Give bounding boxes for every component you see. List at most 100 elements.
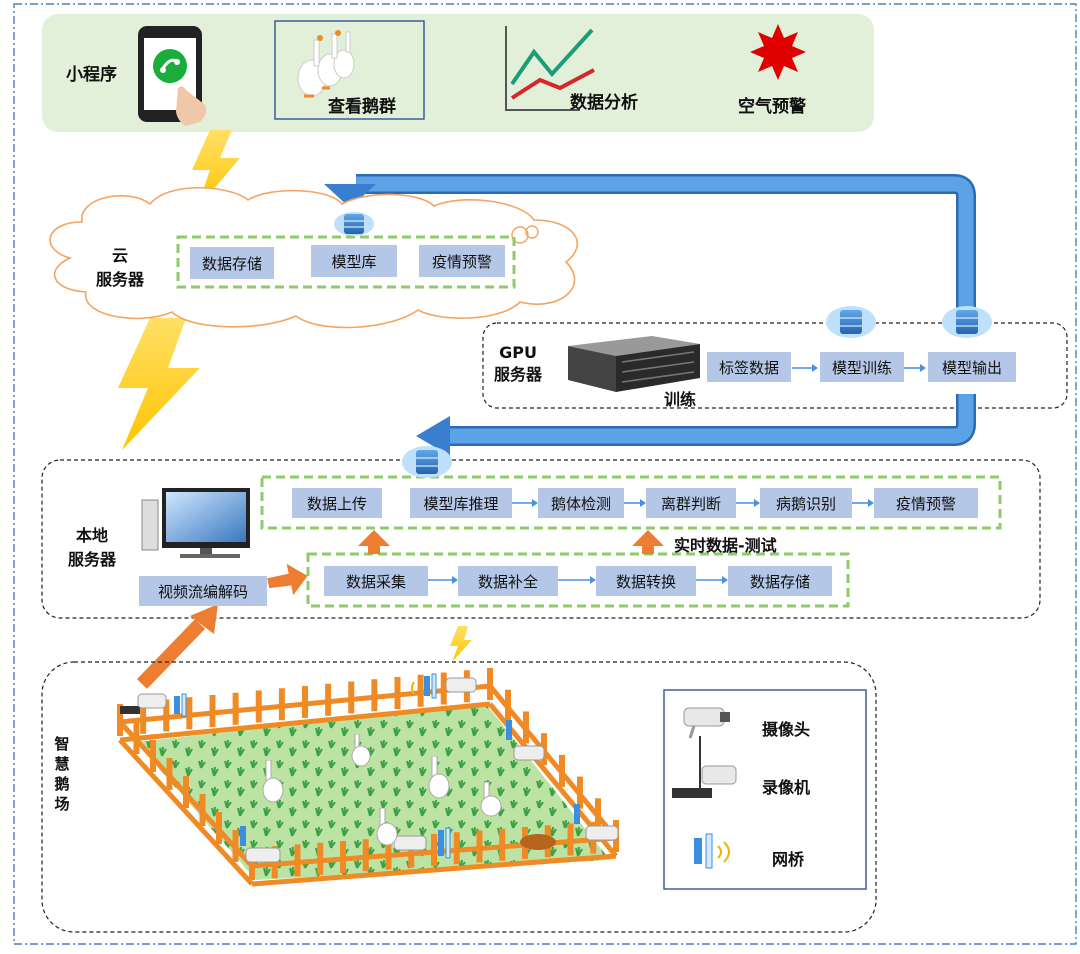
cloud-box-storage: 数据存储 <box>190 247 274 279</box>
fence-post <box>163 699 170 732</box>
fence-post <box>567 823 574 856</box>
orange-arrow-diagonal <box>136 619 206 689</box>
legend-bridge-icon <box>694 833 730 869</box>
fence-post <box>232 830 239 862</box>
lightning-icon-2 <box>118 318 200 450</box>
cloud-label: 云 服务器 <box>96 246 145 289</box>
local-bottom-arrows <box>428 576 728 584</box>
fence-post <box>186 697 193 730</box>
app-label: 小程序 <box>66 65 117 85</box>
local-top-dashed-group <box>260 475 1002 530</box>
farm-label: 智慧鹅场 <box>54 735 70 813</box>
local-box-transform: 数据转换 <box>596 566 696 596</box>
alert-burst-icon <box>750 24 806 80</box>
database-icon <box>942 300 992 340</box>
gpu-label: GPU 服务器 <box>494 343 543 384</box>
fence-post <box>199 794 206 826</box>
fence-post <box>476 830 483 863</box>
fence-post <box>523 711 529 744</box>
farm-camera-icon <box>500 720 550 770</box>
gpu-train-label: 训练 <box>664 390 697 409</box>
fence-post <box>408 835 415 868</box>
legend-bridge-label: 网桥 <box>772 850 805 869</box>
farm-camera-icon <box>120 690 200 720</box>
local-box-epidemic-alert: 疫情预警 <box>874 488 978 518</box>
realtime-label: 实时数据-测试 <box>674 536 777 555</box>
app-item-alert-label[interactable]: 空气预警 <box>738 97 806 117</box>
fence-post <box>209 695 216 727</box>
fence-post <box>133 722 140 754</box>
desktop-icon <box>141 488 250 558</box>
cloud-box-epidemic-alert: 疫情预警 <box>419 245 505 277</box>
fence-post <box>453 832 460 865</box>
gpu-box-model-output: 模型输出 <box>928 352 1016 382</box>
goose-icon <box>348 733 374 768</box>
fence-post <box>216 812 222 844</box>
fence-post <box>294 844 301 877</box>
fence-post <box>140 701 147 734</box>
fence-post <box>117 704 123 736</box>
local-box-model-inference: 模型库推理 <box>410 488 512 518</box>
farm-camera-icon <box>393 826 464 866</box>
fence-post <box>577 776 583 809</box>
gpu-box-label-data: 标签数据 <box>707 352 791 382</box>
farm-camera-icon <box>568 804 624 848</box>
local-container <box>41 459 1041 619</box>
fence-post <box>595 798 601 831</box>
fence-post <box>340 841 346 873</box>
app-item-analysis-label[interactable]: 数据分析 <box>570 93 638 113</box>
farm-camera-icon <box>410 672 480 702</box>
local-label: 本地 服务器 <box>68 526 117 569</box>
local-box-goose-detection: 鹅体检测 <box>538 488 624 518</box>
fence-post <box>278 688 285 721</box>
local-box-collect: 数据采集 <box>324 566 428 596</box>
lightning-icon-3 <box>450 626 472 662</box>
phone-icon <box>138 26 207 126</box>
fence-post <box>232 692 239 725</box>
fence-post <box>394 677 401 709</box>
goose-icon <box>258 759 288 806</box>
database-icon <box>334 208 374 238</box>
orange-arrow-up-1 <box>358 530 390 554</box>
outer-frame <box>13 3 1077 945</box>
orange-arrow-up-2 <box>632 530 664 554</box>
cloud-dashed-group <box>176 235 516 289</box>
fence-post <box>440 672 447 705</box>
local-box-sick-goose: 病鹅识别 <box>760 488 852 518</box>
fence-post <box>150 740 156 772</box>
database-icon <box>826 300 876 340</box>
gpu-box-model-training: 模型训练 <box>820 352 904 382</box>
app-item-geese-label[interactable]: 查看鹅群 <box>328 97 396 117</box>
fence-post <box>183 776 189 808</box>
legend-recorder-icon <box>672 736 737 798</box>
fence-post <box>249 848 255 880</box>
fence-post <box>348 681 355 714</box>
local-box-storage: 数据存储 <box>728 566 832 596</box>
goose-icon <box>476 781 506 818</box>
gpu-rack-icon <box>568 336 700 392</box>
local-box-upload: 数据上传 <box>292 488 382 518</box>
fence-post <box>385 837 392 870</box>
goose-icon <box>424 755 454 802</box>
fence-post <box>431 834 437 866</box>
local-box-outlier: 离群判断 <box>646 488 736 518</box>
fence-post <box>362 839 369 872</box>
local-box-complete: 数据补全 <box>458 566 558 596</box>
legend-recorder-label: 录像机 <box>762 778 811 797</box>
fence-post <box>302 686 308 718</box>
farm-container <box>41 661 877 933</box>
legend-camera-label: 摄像头 <box>762 720 811 739</box>
farm-camera-icon <box>236 826 292 870</box>
fence-post <box>325 683 332 716</box>
local-top-arrows <box>512 499 874 507</box>
fence-post <box>371 679 378 712</box>
fence-post <box>487 668 493 700</box>
goose-icon <box>372 807 402 848</box>
cloud-box-model-library: 模型库 <box>311 245 397 277</box>
legend-camera-icon <box>683 707 730 739</box>
fence-post <box>255 690 262 723</box>
fence-post <box>317 842 324 875</box>
fence-post <box>499 828 506 861</box>
gpu-container <box>482 322 1068 409</box>
